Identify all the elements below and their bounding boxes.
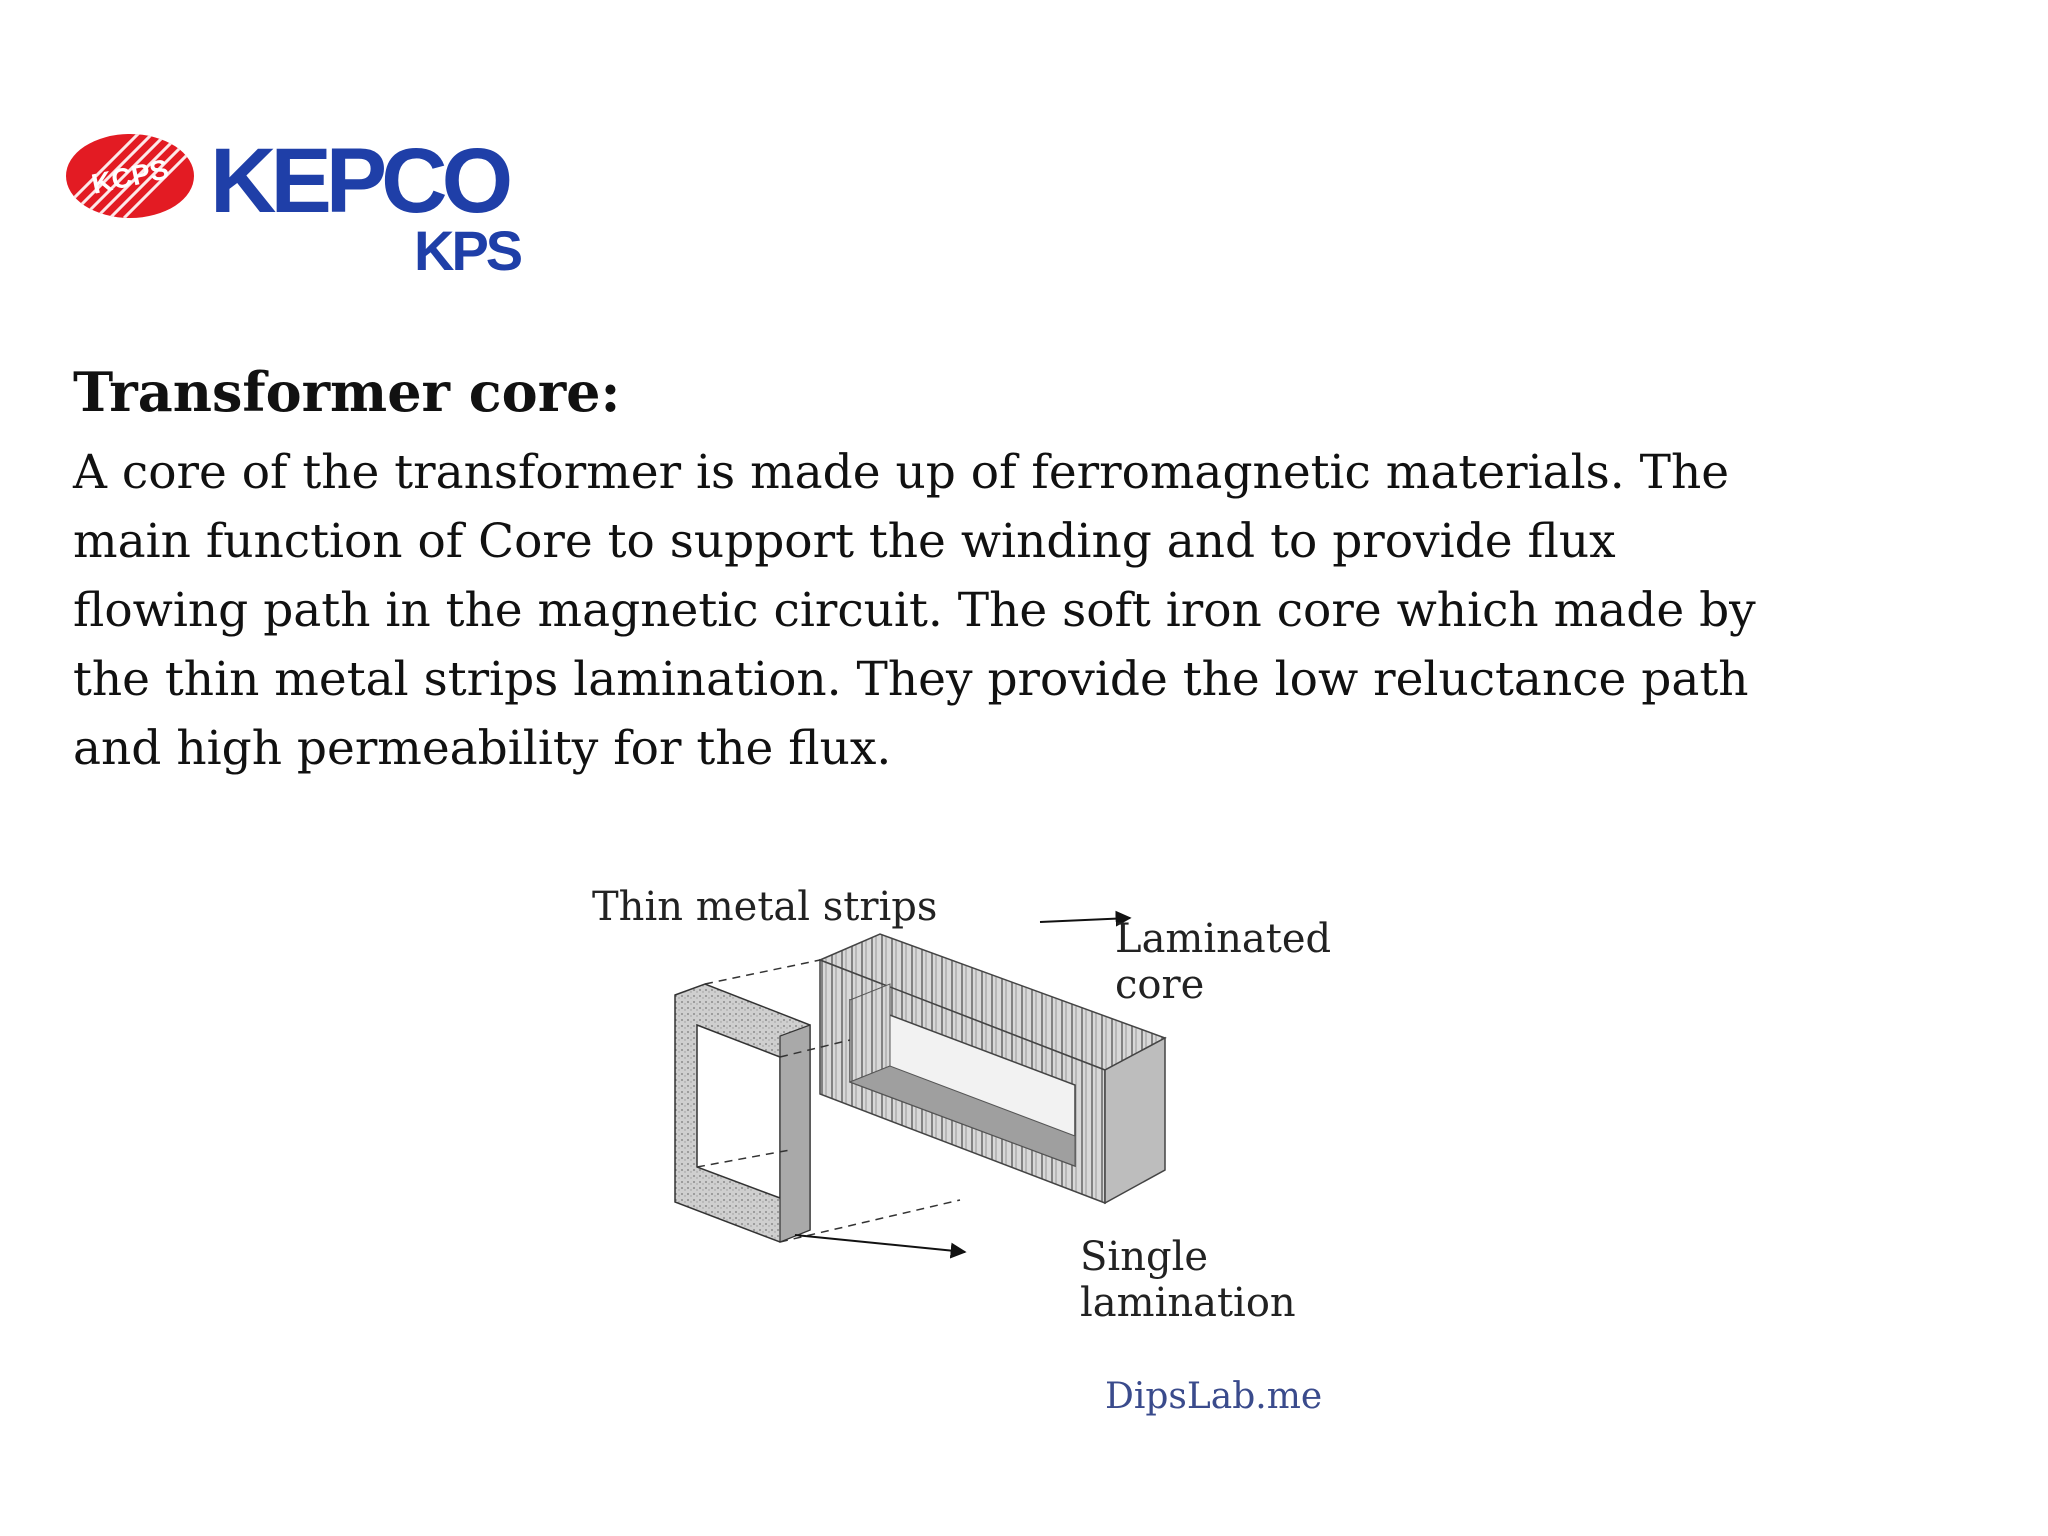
label-single: Single bbox=[1080, 1234, 1208, 1280]
label-lamination: lamination bbox=[1080, 1280, 1296, 1326]
paragraph-line: flowing path in the magnetic circuit. Th… bbox=[73, 583, 1756, 638]
watermark-dipslab: DipsLab.me bbox=[1105, 1376, 1322, 1417]
paragraph-line: the thin metal strips lamination. They p… bbox=[73, 652, 1749, 707]
logo-sub-text: KPS bbox=[414, 219, 522, 280]
single-lamination-frame bbox=[674, 983, 811, 1243]
body-paragraph: A core of the transformer is made up of … bbox=[73, 438, 1903, 783]
arrow-to-single-lamination bbox=[794, 1234, 967, 1259]
label-laminated: Laminated bbox=[1115, 916, 1331, 962]
logo-main-text: KEPCO bbox=[210, 130, 510, 232]
projection-lines bbox=[696, 959, 961, 1243]
laminated-core-diagram: Thin metal strips Laminated core Single … bbox=[560, 880, 1460, 1440]
paragraph-line: main function of Core to support the win… bbox=[73, 514, 1616, 569]
paragraph-line: A core of the transformer is made up of … bbox=[73, 445, 1730, 500]
arrow-to-laminated-core bbox=[1039, 910, 1132, 927]
label-thin-metal-strips: Thin metal strips bbox=[592, 884, 937, 930]
slide-title: Transformer core: bbox=[73, 360, 621, 424]
laminated-core-block bbox=[818, 933, 1167, 1205]
paragraph-line: and high permeability for the flux. bbox=[73, 721, 892, 776]
label-core: core bbox=[1115, 962, 1204, 1008]
kps-badge-icon: KCPS bbox=[66, 134, 194, 218]
kepco-kps-logo: KCPS KEPCO KPS bbox=[62, 120, 582, 282]
